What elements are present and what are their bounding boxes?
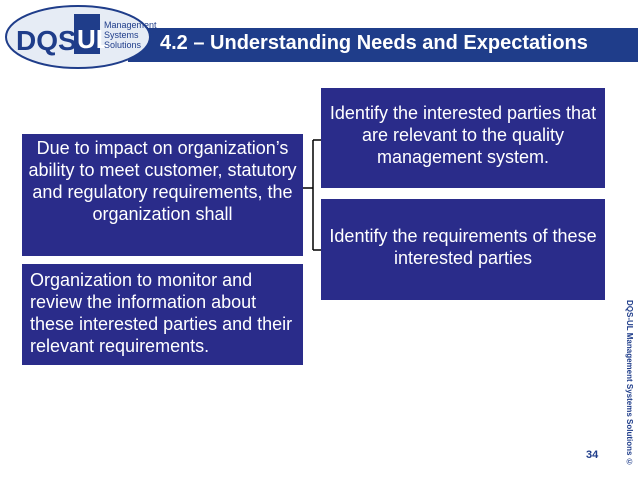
company-logo: DQS UL Management Systems Solutions [4,4,157,70]
bottom-box-text: Organization to monitor and review the i… [30,270,293,356]
slide-header: 4.2 – Understanding Needs and Expectatio… [0,0,638,70]
right-box-bottom: Identify the requirements of these inter… [321,199,605,300]
logo-ul-text: UL [77,24,112,54]
logo-graphic: DQS UL [5,5,151,69]
right-box-top-text: Identify the interested parties that are… [329,103,597,167]
right-box-bottom-text: Identify the requirements of these inter… [329,226,597,268]
logo-dqs-text: DQS [16,25,77,56]
page-number: 34 [586,449,599,461]
logo-tagline-line: Systems [104,30,139,40]
logo-tagline-line: Solutions [104,40,142,50]
logo-tagline: Management Systems Solutions [104,20,157,50]
left-box: Due to impact on organization’s ability … [22,134,303,256]
logo-tagline-line: Management [104,20,157,30]
bottom-box: Organization to monitor and review the i… [22,264,303,365]
left-box-text: Due to impact on organization’s ability … [28,138,297,224]
right-box-top: Identify the interested parties that are… [321,88,605,188]
side-copyright: DQS-UL Management Systems Solutions © [625,300,634,467]
title-bar [128,28,638,62]
slide-title: 4.2 – Understanding Needs and Expectatio… [160,32,588,54]
